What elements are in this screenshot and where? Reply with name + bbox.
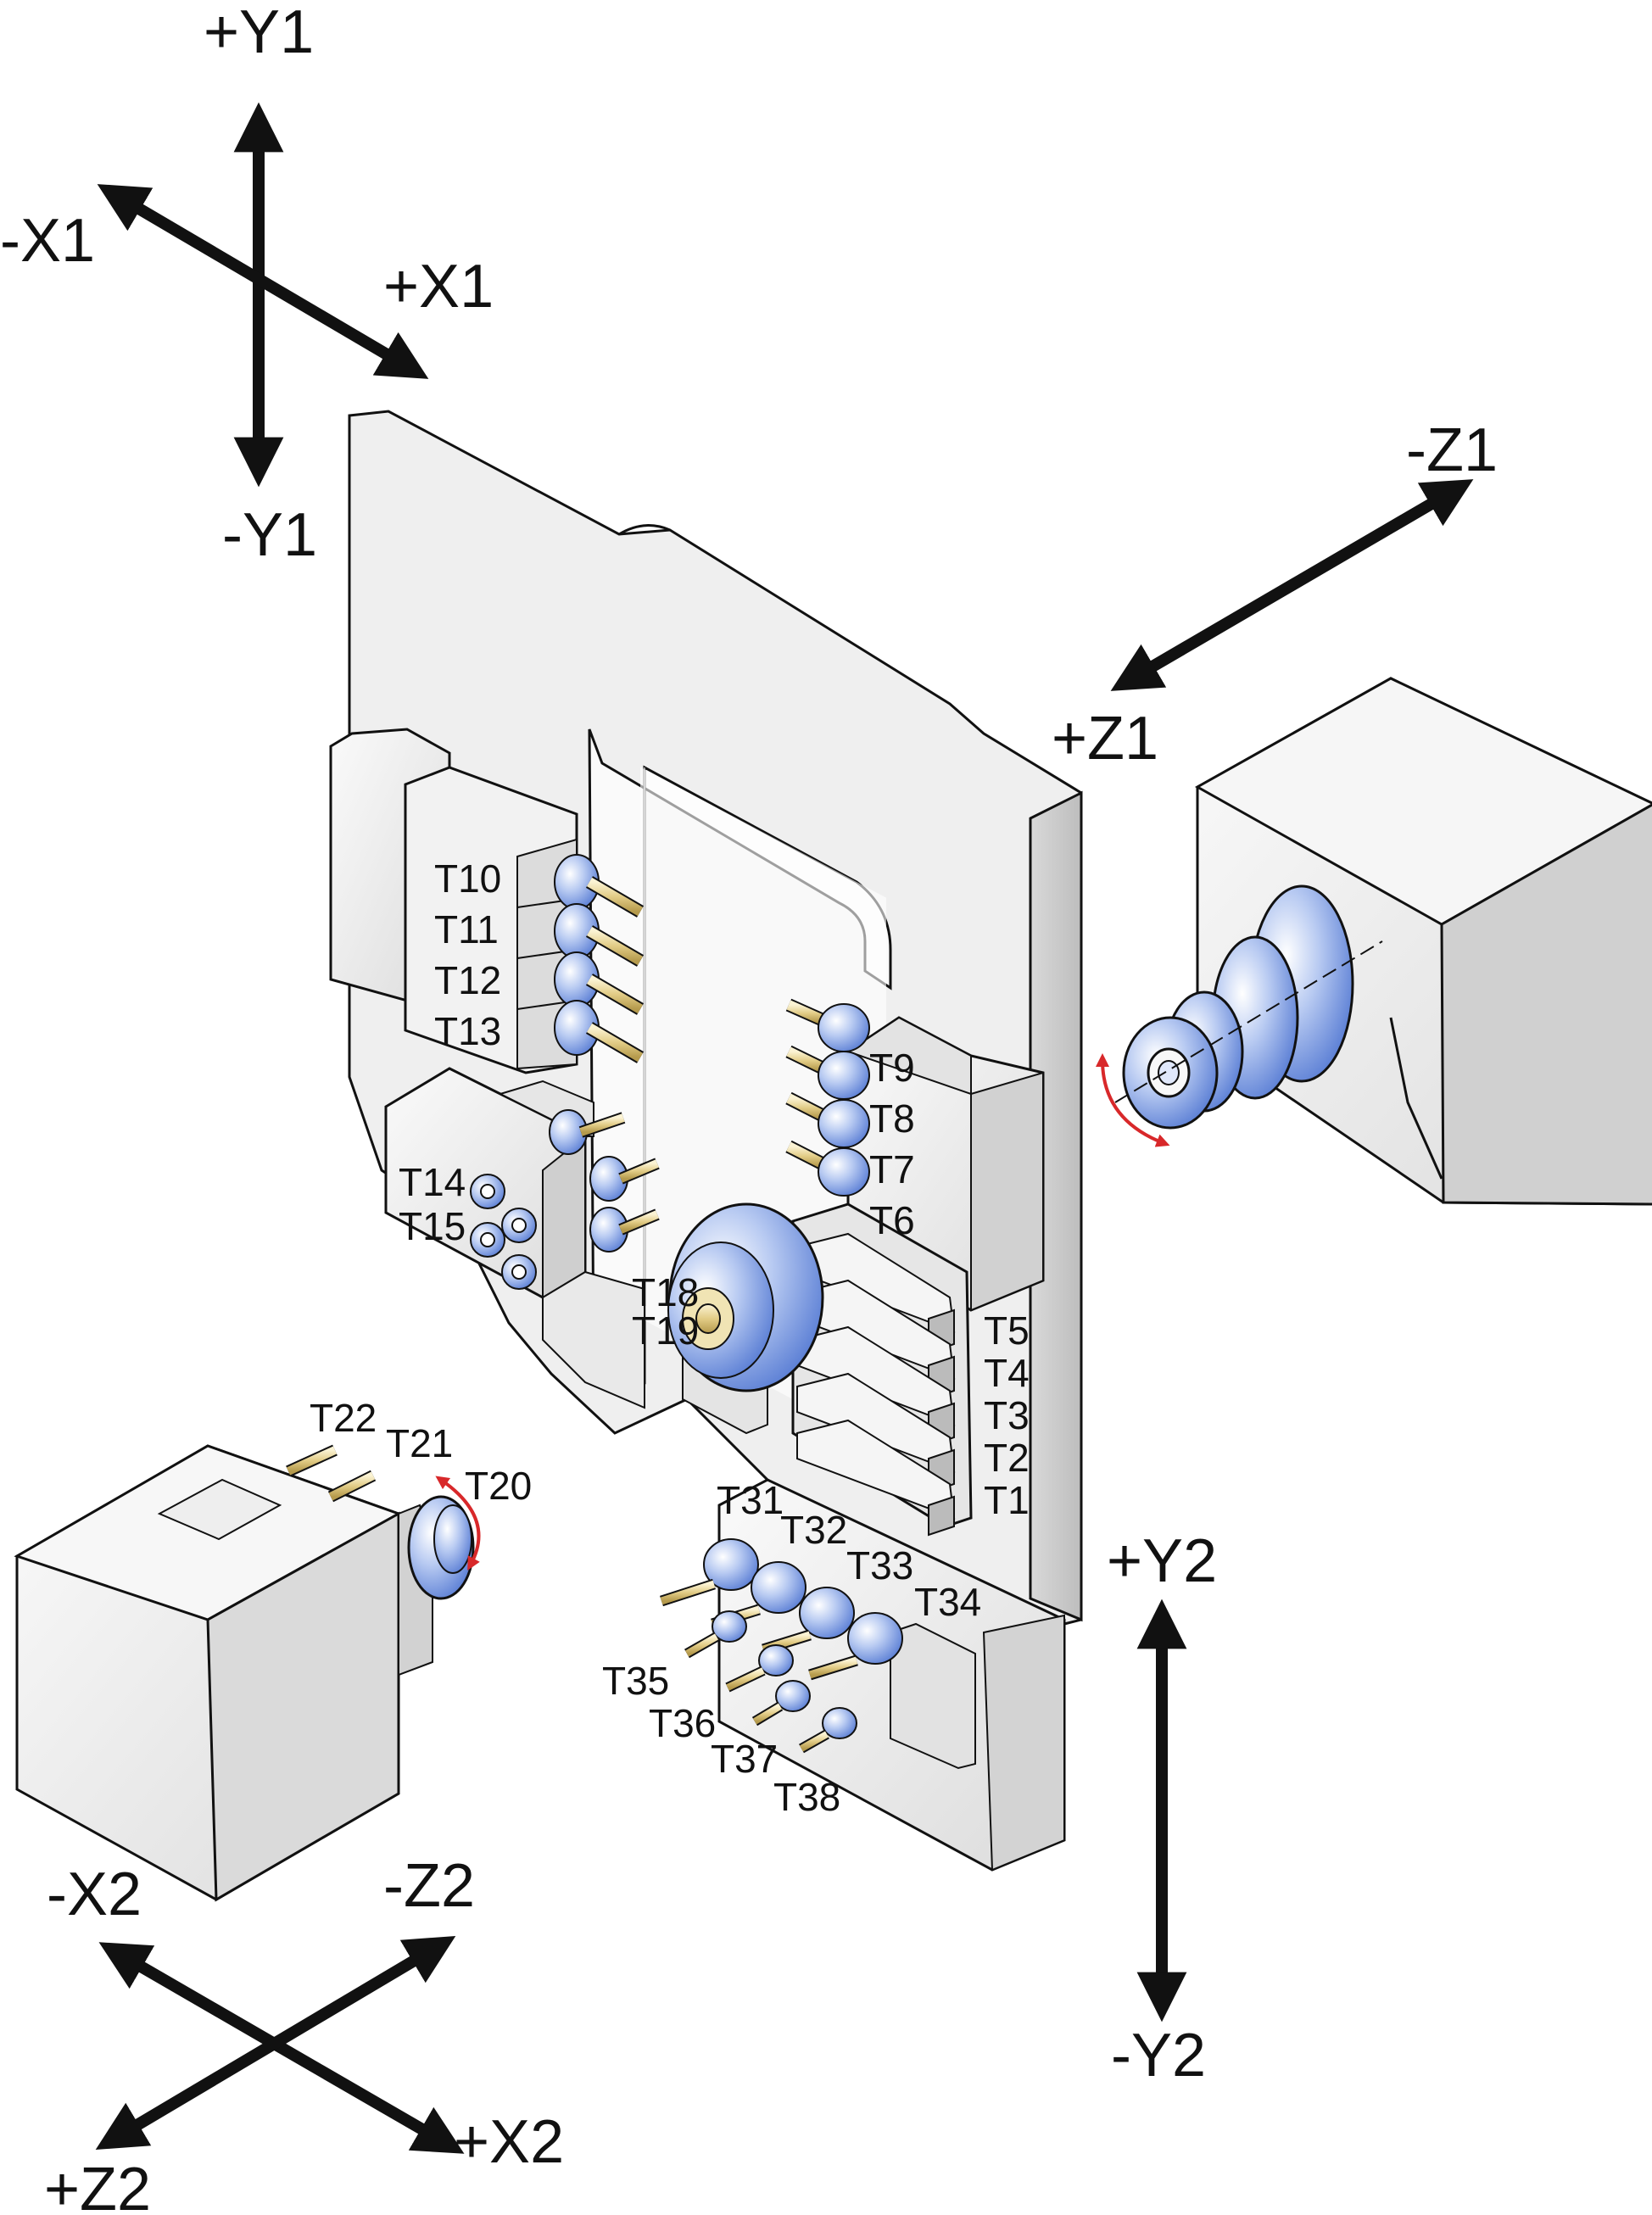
sub-spindle [14,1444,481,1902]
plus-y1-label: +Y1 [204,0,314,66]
minus-y2-label: -Y2 [1111,2022,1206,2089]
axis-group-1: +Y1 -Y1 -X1 +X1 [0,0,494,569]
axis-group-2: -X2 -Z2 +Z2 +X2 [44,1852,564,2215]
x2-axis-arrow [98,1942,465,2154]
tool-label-t20: T20 [465,1464,532,1508]
tool-holder-t9 [785,998,870,1052]
tool-holder-t6 [785,1140,870,1197]
tool-label-t32: T32 [780,1508,847,1552]
sub-spindle-rotation-arrow [435,1476,481,1571]
z1-axis-arrow [1110,479,1474,691]
tool-label-t3: T3 [984,1393,1030,1437]
tool-label-t18: T18 [632,1270,699,1314]
tool-label-t11: T11 [434,907,499,951]
minus-x2-label: -X2 [47,1861,142,1928]
tool-holder-t11 [554,903,645,967]
tool-holder-t31 [660,1538,759,1607]
tool-label-t12: T12 [434,958,501,1002]
turning-tool-slots [791,1202,973,1537]
rotary-tool-t18-t19 [667,1202,824,1435]
tool-label-t2: T2 [984,1436,1030,1480]
tool-label-t21: T21 [386,1421,453,1465]
tool-holder-t34 [808,1612,903,1681]
tool-holder-t35 [684,1610,747,1659]
plus-x1-label: +X1 [383,253,494,321]
tool-label-t19: T19 [632,1308,699,1353]
plus-x2-label: +X2 [454,2108,564,2176]
tool-label-t1: T1 [984,1478,1030,1522]
tool-label-t33: T33 [846,1543,913,1587]
axis-y2: +Y2 -Y2 [1107,1527,1217,2089]
tool-label-t15: T15 [399,1204,466,1248]
tool-label-t8: T8 [869,1096,915,1141]
tool-holder-t8 [785,1045,870,1100]
tool-label-t13: T13 [434,1009,501,1053]
plus-z1-label: +Z1 [1052,705,1158,773]
plus-y2-label: +Y2 [1107,1527,1217,1595]
tool-holder-t36 [725,1644,794,1693]
spindle-rotation-arrow [1096,1053,1170,1147]
tool-labels: T10 T11 T12 T13 T14 T15 T18 T19 T9 T8 T7… [310,856,1030,1819]
tool-label-t31: T31 [717,1478,784,1522]
tool-holders-t6-t9 [785,998,870,1197]
tool-holder-t10 [554,854,645,918]
tool-label-t10: T10 [434,856,501,901]
minus-x1-label: -X1 [0,207,95,275]
tool-label-t34: T34 [914,1580,981,1624]
tool-label-t38: T38 [773,1775,840,1819]
tool-label-t9: T9 [869,1046,915,1090]
tool-label-t4: T4 [984,1351,1030,1395]
tool-label-t22: T22 [310,1396,377,1440]
tool-label-t14: T14 [399,1160,466,1204]
tool-label-t35: T35 [602,1659,669,1703]
minus-z2-label: -Z2 [383,1852,475,1920]
tool-holder-t13 [554,1000,645,1063]
tool-label-t37: T37 [711,1737,778,1781]
minus-z1-label: -Z1 [1406,416,1498,484]
axis-z1: -Z1 +Z1 [1052,416,1498,773]
plate-side [1029,790,1083,1622]
tool-holder-t37 [751,1680,811,1727]
upper-left-tool-block [329,728,578,1074]
tool-label-t7: T7 [869,1147,915,1191]
lower-tool-block [717,1478,1066,1872]
x1-axis-arrow [97,184,429,379]
t14-t15-tool-block [384,1067,660,1409]
plus-z2-label: +Z2 [44,2156,151,2215]
tool-label-t6: T6 [869,1198,915,1242]
tool-holder-t12 [554,951,645,1015]
tool-holder-t38 [799,1707,857,1754]
tool-holders-t10-t13 [554,854,645,1063]
main-spindle [1096,677,1652,1206]
minus-y1-label: -Y1 [222,501,317,569]
tool-label-t36: T36 [649,1701,716,1745]
tool-label-t5: T5 [984,1308,1030,1353]
z2-axis-arrow [95,1935,456,2151]
tool-holders-t31-t38 [660,1538,903,1754]
tool-holder-t7 [785,1091,870,1148]
slot-t1 [796,1419,956,1537]
